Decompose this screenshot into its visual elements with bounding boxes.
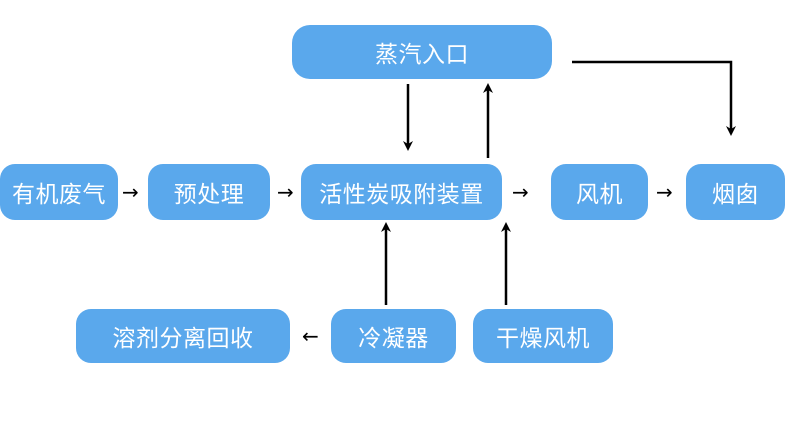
arrow-condenser-to-solvent: ← xyxy=(302,324,319,348)
node-steam-inlet: 蒸汽入口 xyxy=(292,25,552,79)
node-pretreatment: 预处理 xyxy=(148,164,270,220)
arrow-adsorber-to-fan: → xyxy=(512,180,529,204)
node-chimney: 烟囱 xyxy=(686,164,785,220)
node-condenser: 冷凝器 xyxy=(331,309,456,363)
node-fan: 风机 xyxy=(551,164,648,220)
node-activated-carbon-adsorber: 活性炭吸附装置 xyxy=(301,164,502,220)
node-drying-fan: 干燥风机 xyxy=(473,309,613,363)
arrow-fan-to-chimney: → xyxy=(656,180,673,204)
arrow-steam-to-chimney xyxy=(572,60,736,136)
node-solvent-separation-recovery: 溶剂分离回收 xyxy=(76,309,290,363)
arrow-waste-to-pretreatment: → xyxy=(122,180,139,204)
arrow-pretreatment-to-adsorber: → xyxy=(277,180,294,204)
node-organic-waste-gas: 有机废气 xyxy=(0,164,118,220)
